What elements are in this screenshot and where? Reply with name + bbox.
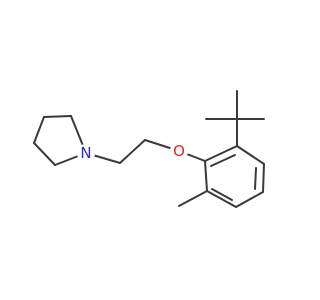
- bonds: [33, 90, 265, 208]
- bond: [211, 188, 233, 201]
- atom-label-n: N: [80, 144, 91, 162]
- bond: [235, 191, 264, 208]
- molecule-diagram: N O: [33, 90, 265, 208]
- bond: [206, 190, 237, 208]
- bond: [33, 142, 56, 166]
- atom-labels: N O: [77, 142, 188, 162]
- bond: [254, 167, 257, 190]
- nitrogen-atom: N: [77, 144, 95, 162]
- bond: [119, 139, 146, 164]
- bond: [178, 190, 208, 207]
- bond: [204, 145, 238, 162]
- bond: [204, 160, 208, 192]
- atom-label-background: [170, 142, 188, 160]
- bond: [262, 163, 265, 193]
- oxygen-atom: O: [170, 142, 188, 160]
- atom-label-background: [77, 144, 95, 162]
- bond: [33, 116, 45, 144]
- bond: [236, 145, 265, 165]
- bond: [43, 115, 72, 118]
- atom-label-o: O: [173, 142, 185, 160]
- bond: [210, 154, 236, 167]
